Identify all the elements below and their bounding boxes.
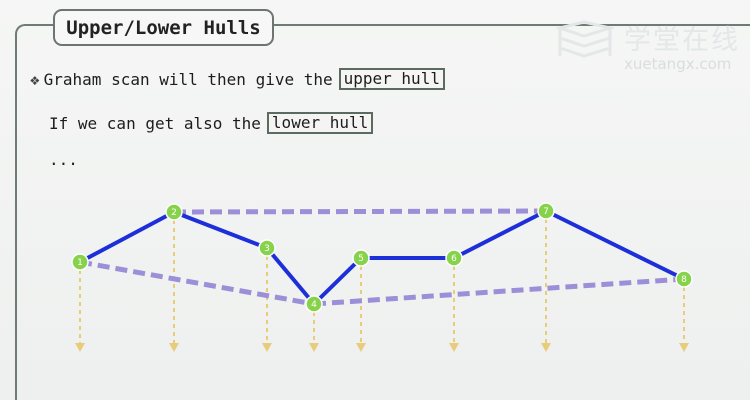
- point-circle: [352, 249, 370, 267]
- point-label: 5: [358, 254, 364, 264]
- down-arrow-icon: [449, 343, 459, 352]
- point-node: 2: [165, 203, 183, 221]
- point-circle: [258, 239, 276, 257]
- point-node: 7: [537, 202, 555, 220]
- down-arrow-icon: [356, 343, 366, 352]
- point-node: 3: [258, 239, 276, 257]
- down-arrow-icon: [309, 343, 319, 352]
- point-circle: [71, 253, 89, 271]
- point-circle: [537, 202, 555, 220]
- point-node: 8: [675, 270, 693, 288]
- hull-dashed-edge: [79, 259, 315, 307]
- slide-frame: [15, 24, 750, 400]
- text-line-3: ...: [49, 150, 78, 169]
- point-label: 6: [451, 254, 457, 264]
- text-line-2: If we can get also the lower hull: [49, 112, 374, 134]
- diamond-bullet-icon: ❖: [30, 69, 40, 89]
- line1-text: Graham scan will then give the: [43, 69, 333, 89]
- point-circle: [305, 295, 323, 313]
- point-label: 7: [543, 207, 549, 217]
- point-circle: [675, 270, 693, 288]
- watermark-url: xuetangx.com: [624, 55, 732, 73]
- down-arrow-icon: [75, 343, 85, 352]
- point-label: 8: [681, 275, 687, 285]
- slide-title: Upper/Lower Hulls: [53, 9, 274, 46]
- down-arrow-icon: [262, 343, 272, 352]
- down-arrow-icon: [679, 343, 689, 352]
- upper-hull-box: upper hull: [338, 68, 445, 90]
- book-logo-icon: [556, 20, 614, 58]
- bullet-line-1: ❖ Graham scan will then give the upper h…: [30, 68, 445, 90]
- point-node: 1: [71, 253, 89, 271]
- hull-dashed-edge: [313, 276, 685, 307]
- point-node: 5: [352, 249, 370, 267]
- point-circle: [445, 249, 463, 267]
- point-node: 4: [305, 295, 323, 313]
- point-node: 6: [445, 249, 463, 267]
- ellipsis-text: ...: [49, 150, 78, 169]
- point-chain-polyline: [79, 209, 685, 306]
- point-label: 4: [311, 300, 317, 310]
- down-arrow-icon: [541, 343, 551, 352]
- watermark: 学堂在线 xuetangx.com: [556, 18, 740, 73]
- watermark-chinese: 学堂在线: [624, 25, 740, 56]
- point-label: 1: [77, 258, 83, 268]
- point-label: 2: [171, 208, 177, 218]
- line2-text: If we can get also the: [49, 113, 261, 133]
- point-label: 3: [264, 244, 270, 254]
- down-arrow-icon: [169, 343, 179, 352]
- point-circle: [165, 203, 183, 221]
- hull-dashed-edge: [173, 208, 547, 215]
- lower-hull-box: lower hull: [266, 112, 374, 134]
